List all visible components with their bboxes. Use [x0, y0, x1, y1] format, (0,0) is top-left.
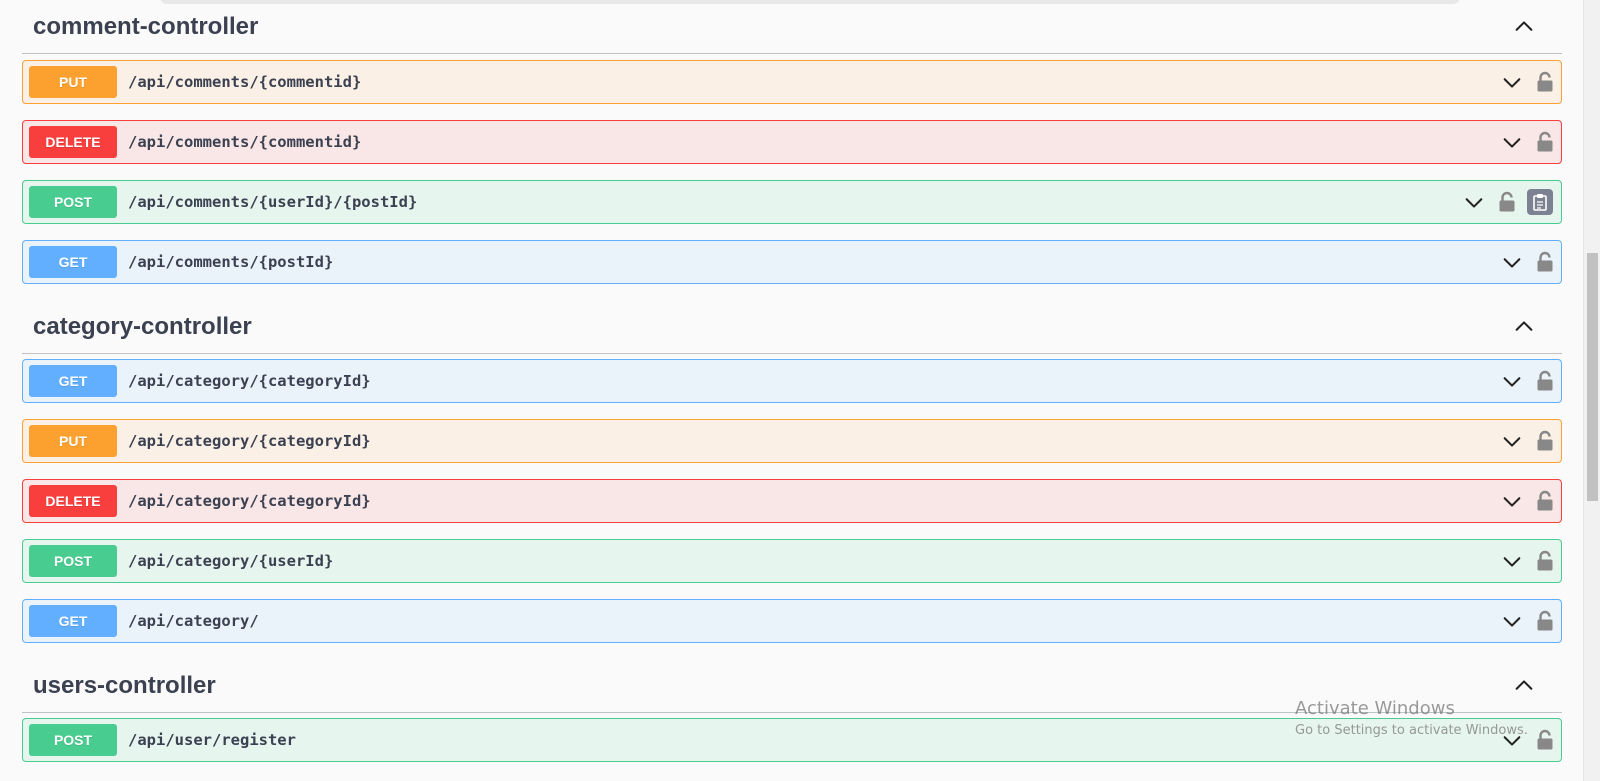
operation-controls — [1499, 719, 1561, 761]
chevron-down-icon[interactable] — [1499, 129, 1525, 155]
operation-post[interactable]: POST/api/comments/{userId}/{postId} — [22, 180, 1562, 224]
method-badge: PUT — [29, 425, 117, 457]
lock-icon[interactable] — [1535, 728, 1555, 752]
chevron-down-icon[interactable] — [1499, 488, 1525, 514]
lock-icon[interactable] — [1535, 369, 1555, 393]
method-badge: GET — [29, 605, 117, 637]
chevron-down-icon[interactable] — [1499, 368, 1525, 394]
method-badge: DELETE — [29, 485, 117, 517]
operation-get[interactable]: GET/api/category/ — [22, 599, 1562, 643]
section-title[interactable]: comment-controller — [33, 12, 259, 40]
operation-delete[interactable]: DELETE/api/comments/{commentid} — [22, 120, 1562, 164]
top-search-pill — [160, 0, 1460, 4]
watermark-title: Activate Windows — [1295, 698, 1455, 719]
operation-path: /api/user/register — [128, 731, 296, 749]
chevron-up-icon[interactable] — [1512, 315, 1536, 339]
lock-icon[interactable] — [1535, 130, 1555, 154]
operation-controls — [1499, 61, 1561, 103]
lock-icon[interactable] — [1535, 70, 1555, 94]
watermark-subtitle: Go to Settings to activate Windows. — [1295, 723, 1528, 738]
lock-icon[interactable] — [1535, 489, 1555, 513]
operation-post[interactable]: POST/api/category/{userId} — [22, 539, 1562, 583]
section-header-users-controller[interactable]: users-controller — [22, 659, 1562, 713]
lock-icon[interactable] — [1497, 190, 1517, 214]
operation-controls — [1499, 540, 1561, 582]
section-title[interactable]: users-controller — [33, 671, 216, 699]
clipboard-copy-icon[interactable] — [1527, 189, 1553, 215]
method-badge: GET — [29, 246, 117, 278]
operation-post[interactable]: POST/api/user/register — [22, 718, 1562, 762]
operation-put[interactable]: PUT/api/category/{categoryId} — [22, 419, 1562, 463]
operation-path: /api/category/{userId} — [128, 552, 334, 570]
section-header-category-controller[interactable]: category-controller — [22, 300, 1562, 354]
section-title[interactable]: category-controller — [33, 312, 252, 340]
lock-icon[interactable] — [1535, 429, 1555, 453]
lock-icon[interactable] — [1535, 609, 1555, 633]
operation-path: /api/comments/{postId} — [128, 253, 334, 271]
operation-controls — [1499, 360, 1561, 402]
chevron-down-icon[interactable] — [1499, 249, 1525, 275]
operation-path: /api/comments/{commentid} — [128, 133, 362, 151]
method-badge: DELETE — [29, 126, 117, 158]
chevron-down-icon[interactable] — [1499, 428, 1525, 454]
operation-controls — [1461, 181, 1561, 223]
operation-controls — [1499, 241, 1561, 283]
method-badge: PUT — [29, 66, 117, 98]
operation-path: /api/comments/{commentid} — [128, 73, 362, 91]
method-badge: POST — [29, 186, 117, 218]
method-badge: POST — [29, 724, 117, 756]
windows-activation-watermark: Activate Windows Go to Settings to activ… — [1295, 698, 1528, 738]
chevron-down-icon[interactable] — [1499, 69, 1525, 95]
lock-icon[interactable] — [1535, 549, 1555, 573]
vertical-scrollbar[interactable] — [1583, 0, 1600, 781]
method-badge: GET — [29, 365, 117, 397]
operation-delete[interactable]: DELETE/api/category/{categoryId} — [22, 479, 1562, 523]
operation-get[interactable]: GET/api/comments/{postId} — [22, 240, 1562, 284]
operation-controls — [1499, 121, 1561, 163]
chevron-up-icon[interactable] — [1512, 674, 1536, 698]
chevron-up-icon[interactable] — [1512, 15, 1536, 39]
operation-path: /api/category/{categoryId} — [128, 372, 371, 390]
chevron-down-icon[interactable] — [1461, 189, 1487, 215]
method-badge: POST — [29, 545, 117, 577]
operation-get[interactable]: GET/api/category/{categoryId} — [22, 359, 1562, 403]
operation-put[interactable]: PUT/api/comments/{commentid} — [22, 60, 1562, 104]
operation-path: /api/category/ — [128, 612, 259, 630]
scrollbar-thumb[interactable] — [1587, 253, 1598, 501]
operation-controls — [1499, 420, 1561, 462]
top-strip — [0, 0, 1585, 11]
operation-path: /api/category/{categoryId} — [128, 432, 371, 450]
chevron-down-icon[interactable] — [1499, 727, 1525, 753]
operation-path: /api/category/{categoryId} — [128, 492, 371, 510]
operation-path: /api/comments/{userId}/{postId} — [128, 193, 418, 211]
operation-controls — [1499, 480, 1561, 522]
operation-controls — [1499, 600, 1561, 642]
chevron-down-icon[interactable] — [1499, 548, 1525, 574]
lock-icon[interactable] — [1535, 250, 1555, 274]
chevron-down-icon[interactable] — [1499, 608, 1525, 634]
section-header-comment-controller[interactable]: comment-controller — [22, 0, 1562, 54]
